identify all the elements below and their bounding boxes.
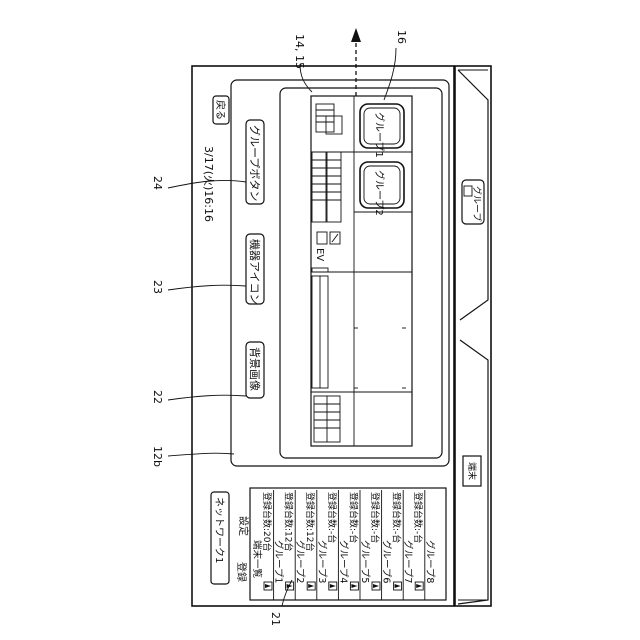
- list-item-name: グループ7: [402, 540, 414, 583]
- list-item[interactable]: 端末一覧登録台数:20台: [251, 492, 273, 590]
- ref-24: 24: [151, 176, 164, 190]
- chevron-icon: [308, 584, 314, 588]
- fixture-bottom-icon: [314, 396, 340, 442]
- list-item-name: グループ8: [424, 540, 436, 583]
- svg-text:ネットワーク1: ネットワーク1: [213, 497, 225, 563]
- ev-label: EV: [314, 248, 325, 261]
- chevron-icon: [330, 584, 336, 588]
- ref-23: 23: [151, 280, 164, 294]
- list-item-count: 登録台数:-台: [412, 492, 424, 543]
- chevron-icon: [373, 584, 379, 588]
- svg-text:戻る: 戻る: [214, 100, 227, 120]
- svg-text:グループ1: グループ1: [373, 112, 386, 158]
- svg-text:端末: 端末: [466, 462, 478, 480]
- registered-label: 登録: [235, 562, 248, 582]
- list-item-count: 登録台数:12台: [304, 492, 316, 552]
- elevator-icon: [317, 232, 340, 244]
- list-item[interactable]: グループ3登録台数:-台: [316, 490, 338, 600]
- group2-canvas-button[interactable]: グループ2: [360, 162, 404, 216]
- ref-12b: 12b: [151, 446, 164, 467]
- svg-text:グループ: グループ: [471, 186, 483, 221]
- ref-22: 22: [151, 390, 164, 404]
- chevron-icon: [351, 584, 357, 588]
- list-item-count: 登録台数:12台: [283, 492, 295, 552]
- ref-14-15: 14, 15: [293, 34, 306, 69]
- list-item-name: グループ5: [359, 540, 371, 583]
- list-item[interactable]: グループ5登録台数:-台: [359, 490, 381, 600]
- group1-canvas-button[interactable]: グループ1: [360, 104, 404, 158]
- list-item-count: 登録台数:20台: [261, 492, 273, 552]
- ref-16: 16: [395, 30, 408, 44]
- list-item[interactable]: グループ7登録台数:-台: [402, 490, 424, 600]
- chevron-icon: [395, 584, 401, 588]
- ref-21: 21: [269, 612, 282, 626]
- chevron-icon: [416, 584, 422, 588]
- group-button[interactable]: グループボタン: [246, 120, 264, 204]
- device-icon-button[interactable]: 機器アイコン: [246, 234, 264, 304]
- group-tab[interactable]: グループ: [462, 180, 484, 224]
- fixture-top-icon: [316, 104, 342, 134]
- datetime-label: 3/17(火)16:16: [202, 146, 215, 222]
- stairs-icon: [312, 152, 341, 222]
- list-item[interactable]: グループ1登録台数:12台: [273, 490, 295, 600]
- list-item-count: 登録台数:-台: [326, 492, 338, 543]
- chevron-icon: [265, 584, 271, 588]
- list-item-name: グループ4: [337, 540, 349, 583]
- list-item[interactable]: グループ6登録台数:-台: [381, 490, 403, 600]
- list-item[interactable]: グループ8: [424, 490, 436, 600]
- svg-text:機器アイコン: 機器アイコン: [248, 239, 262, 304]
- list-item-name: グループ3: [316, 540, 328, 583]
- slider-strip: [455, 66, 491, 606]
- svg-text:グループ2: グループ2: [373, 170, 386, 216]
- back-button[interactable]: 戻る: [213, 96, 229, 124]
- background-image-button[interactable]: 背景画像: [246, 342, 264, 398]
- list-item[interactable]: グループ4登録台数:-台: [337, 490, 359, 600]
- network-title-tab[interactable]: ネットワーク1: [211, 492, 229, 584]
- move-arrow-head: [351, 28, 361, 42]
- svg-text:グループボタン: グループボタン: [248, 125, 262, 201]
- list-item-count: 登録台数:-台: [347, 492, 359, 543]
- list-item[interactable]: グループ2登録台数:12台: [294, 490, 316, 600]
- list-item-count: 登録台数:-台: [391, 492, 403, 543]
- setting-label: 設定: [237, 516, 250, 536]
- list-item-name: グループ6: [381, 540, 393, 583]
- list-item-count: 登録台数:-台: [369, 492, 381, 543]
- svg-text:背景画像: 背景画像: [248, 347, 262, 391]
- terminal-tab[interactable]: 端末: [463, 456, 481, 486]
